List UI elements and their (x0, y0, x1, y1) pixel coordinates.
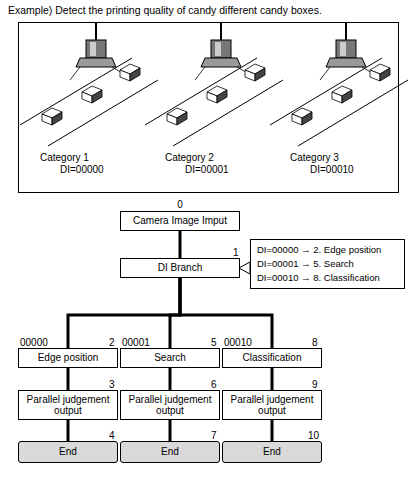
node-text: Parallel judgement output (23, 394, 113, 417)
flow-line (179, 231, 182, 258)
node-text: DI=00010 → 8. Classification (257, 271, 380, 285)
flow-line (67, 368, 70, 390)
process-box: Classification (222, 348, 322, 368)
label: 1 (233, 247, 239, 258)
node-text: Parallel judgement output (125, 394, 215, 417)
end-box: End (120, 441, 220, 463)
label: Category 3 (290, 152, 339, 163)
flow-line (271, 420, 274, 441)
node-text: Camera Image Imput (133, 215, 227, 227)
node-text: Edge position (38, 352, 99, 364)
title: Example) Detect the printing quality of … (8, 5, 322, 17)
node-text: Classification (243, 352, 302, 364)
callout-pointer (239, 262, 250, 274)
node-text: DI Branch (158, 262, 202, 274)
label: 00000 (20, 337, 48, 348)
node-text: End (59, 446, 77, 458)
label: DI=00000 (60, 164, 104, 175)
label: 10 (308, 430, 319, 441)
label: 0 (177, 199, 183, 210)
node-text: Parallel judgement output (227, 394, 317, 417)
node-text: End (161, 446, 179, 458)
label: 6 (211, 379, 217, 390)
callout-box: DI=00000 → 2. Edge positionDI=00001 → 5.… (250, 239, 405, 289)
label: DI=00010 (310, 164, 354, 175)
node-text: End (263, 446, 281, 458)
label: 3 (109, 379, 115, 390)
label: 5 (211, 337, 217, 348)
flow-line (68, 278, 180, 348)
end-box: End (222, 441, 322, 463)
flow-line (67, 420, 70, 441)
output-box: Parallel judgement output (222, 390, 322, 420)
process-box: Camera Image Imput (120, 211, 240, 231)
label: Category 2 (165, 152, 214, 163)
branch-box: DI Branch (120, 258, 240, 278)
flow-line (169, 368, 172, 390)
label: DI=00001 (185, 164, 229, 175)
label: Category 1 (40, 152, 89, 163)
label: 9 (312, 379, 318, 390)
node-text: DI=00000 → 2. Edge position (257, 243, 381, 257)
flow-line (271, 368, 274, 390)
node-text: DI=00001 → 5. Search (257, 257, 354, 271)
end-box: End (18, 441, 118, 463)
output-box: Parallel judgement output (120, 390, 220, 420)
node-text: Search (154, 352, 186, 364)
flow-line (169, 420, 172, 441)
label: 00001 (122, 337, 150, 348)
process-box: Edge position (18, 348, 118, 368)
output-box: Parallel judgement output (18, 390, 118, 420)
label: 4 (109, 430, 115, 441)
label: 00010 (224, 337, 252, 348)
process-box: Search (120, 348, 220, 368)
label: 8 (312, 337, 318, 348)
label: 7 (211, 430, 217, 441)
label: 2 (109, 337, 115, 348)
